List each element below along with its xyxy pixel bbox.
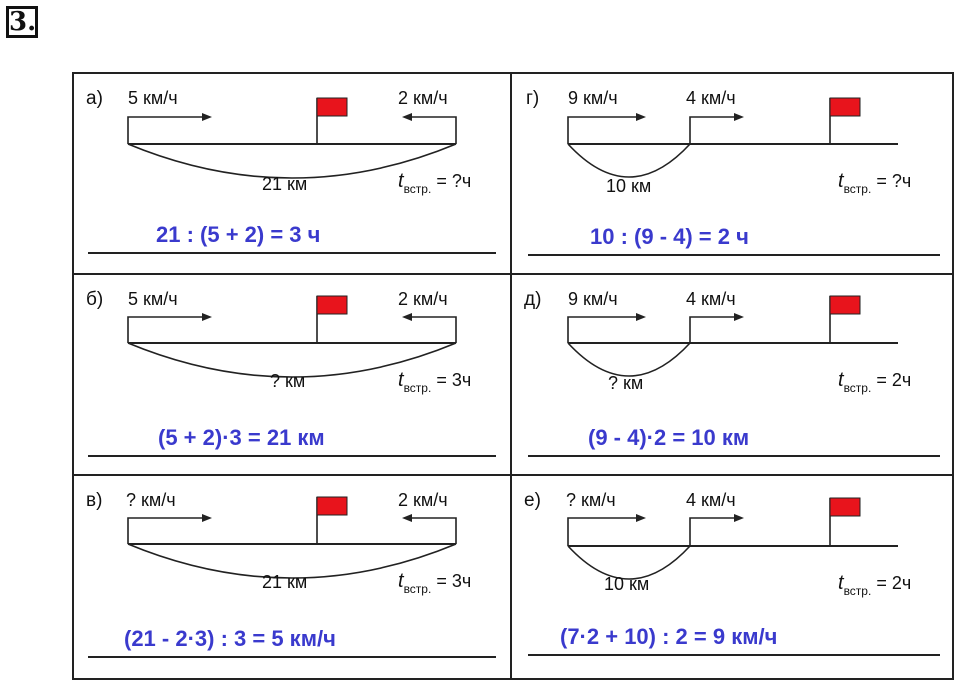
answer-underline [88,252,496,254]
speed-left: ? км/ч [566,490,616,510]
speed-left: 9 км/ч [568,88,618,108]
distance-arc [127,543,457,579]
distance-arc [567,545,691,580]
problem-e: е) ? км/ч 4 км/ч 10 км tвстр. = 2ч (7·2 … [512,476,954,680]
motion-diagram [567,497,898,580]
arrowhead-right-icon [734,313,744,321]
flag-icon [316,295,348,315]
speed-right: 2 км/ч [398,88,448,108]
flag-icon [829,97,861,117]
speed-right: 4 км/ч [686,88,736,108]
meeting-time: tвстр. = ?ч [398,170,472,196]
arrow-first-object [567,116,636,144]
arrowhead-right-icon [734,514,744,522]
distance-label: 10 км [606,176,652,196]
speed-right: 2 км/ч [398,289,448,309]
arrow-right-to-left [412,316,457,343]
problem-b: б) 5 км/ч 2 км/ч ? км tвстр. = 3ч (5 + 2… [72,275,510,474]
speed-right: 4 км/ч [686,490,736,510]
meeting-time: tвстр. = ?ч [838,170,912,196]
meeting-time: tвстр. = 2ч [838,572,912,598]
grid-divider-row-2 [72,474,954,476]
arrowhead-right-icon [202,313,212,321]
arrow-second-object [689,517,734,546]
grid-divider-vertical [510,72,512,680]
speed-left: 9 км/ч [568,289,618,309]
grid-divider-row-1 [72,273,954,275]
problem-a: а) 5 км/ч 2 км/ч 21 км tвстр. = ?ч 21 : … [72,72,510,273]
arrowhead-left-icon [402,313,412,321]
distance-arc [567,342,691,377]
distance-label: ? км [608,373,644,393]
arrowhead-right-icon [202,113,212,121]
problem-label: а) [86,88,103,109]
answer-text: (5 + 2)·3 = 21 км [158,425,325,450]
answer-text: 21 : (5 + 2) = 3 ч [156,222,321,247]
answer-text: (7·2 + 10) : 2 = 9 км/ч [560,624,778,649]
answer-underline [88,455,496,457]
arrow-left-to-right [127,116,202,144]
arrow-left-to-right [127,316,202,343]
arrow-second-object [689,116,734,144]
arrow-first-object [567,316,636,343]
problems-grid [72,72,954,680]
arrow-left-to-right [127,517,202,544]
task-number: 3. [6,6,38,38]
flag-icon [829,497,861,517]
problem-c: в) ? км/ч 2 км/ч 21 км tвстр. = 3ч (21 -… [72,476,510,680]
arrowhead-right-icon [636,514,646,522]
arrow-right-to-left [412,116,457,144]
answer-underline [528,254,940,256]
motion-diagram [567,97,898,178]
motion-diagram [567,295,898,377]
speed-left: 5 км/ч [128,289,178,309]
problem-label: д) [524,289,542,310]
problem-d: д) 9 км/ч 4 км/ч ? км tвстр. = 2ч (9 - 4… [512,275,954,474]
speed-left: 5 км/ч [128,88,178,108]
arrowhead-left-icon [402,113,412,121]
motion-diagram [127,496,457,579]
speed-right: 2 км/ч [398,490,448,510]
arrowhead-left-icon [402,514,412,522]
arrowhead-right-icon [636,313,646,321]
distance-arc [127,143,457,179]
answer-text: 10 : (9 - 4) = 2 ч [590,224,749,249]
flag-icon [316,97,348,117]
answer-underline [528,455,940,457]
speed-left: ? км/ч [126,490,176,510]
arrow-right-to-left [412,517,457,544]
arrowhead-right-icon [202,514,212,522]
problem-label: в) [86,490,103,511]
distance-arc [567,143,691,178]
answer-text: (21 - 2·3) : 3 = 5 км/ч [124,626,336,651]
problem-label: б) [86,289,104,310]
flag-icon [829,295,861,315]
meeting-time: tвстр. = 3ч [398,369,472,395]
motion-diagram [127,295,457,378]
arrowhead-right-icon [636,113,646,121]
problem-label: е) [524,490,541,511]
problem-g: г) 9 км/ч 4 км/ч 10 км tвстр. = ?ч 10 : … [512,72,954,273]
distance-label: 21 км [262,174,308,194]
answer-text: (9 - 4)·2 = 10 км [588,425,750,450]
distance-arc [127,342,457,378]
answer-underline [528,654,940,656]
arrow-second-object [689,316,734,343]
arrowhead-right-icon [734,113,744,121]
motion-diagram [127,97,457,179]
meeting-time: tвстр. = 2ч [838,369,912,395]
answer-underline [88,656,496,658]
problem-label: г) [526,88,540,109]
distance-label: 21 км [262,572,308,592]
distance-label: 10 км [604,574,650,594]
arrow-first-object [567,517,636,546]
distance-label: ? км [270,371,306,391]
flag-icon [316,496,348,516]
meeting-time: tвстр. = 3ч [398,570,472,596]
speed-right: 4 км/ч [686,289,736,309]
